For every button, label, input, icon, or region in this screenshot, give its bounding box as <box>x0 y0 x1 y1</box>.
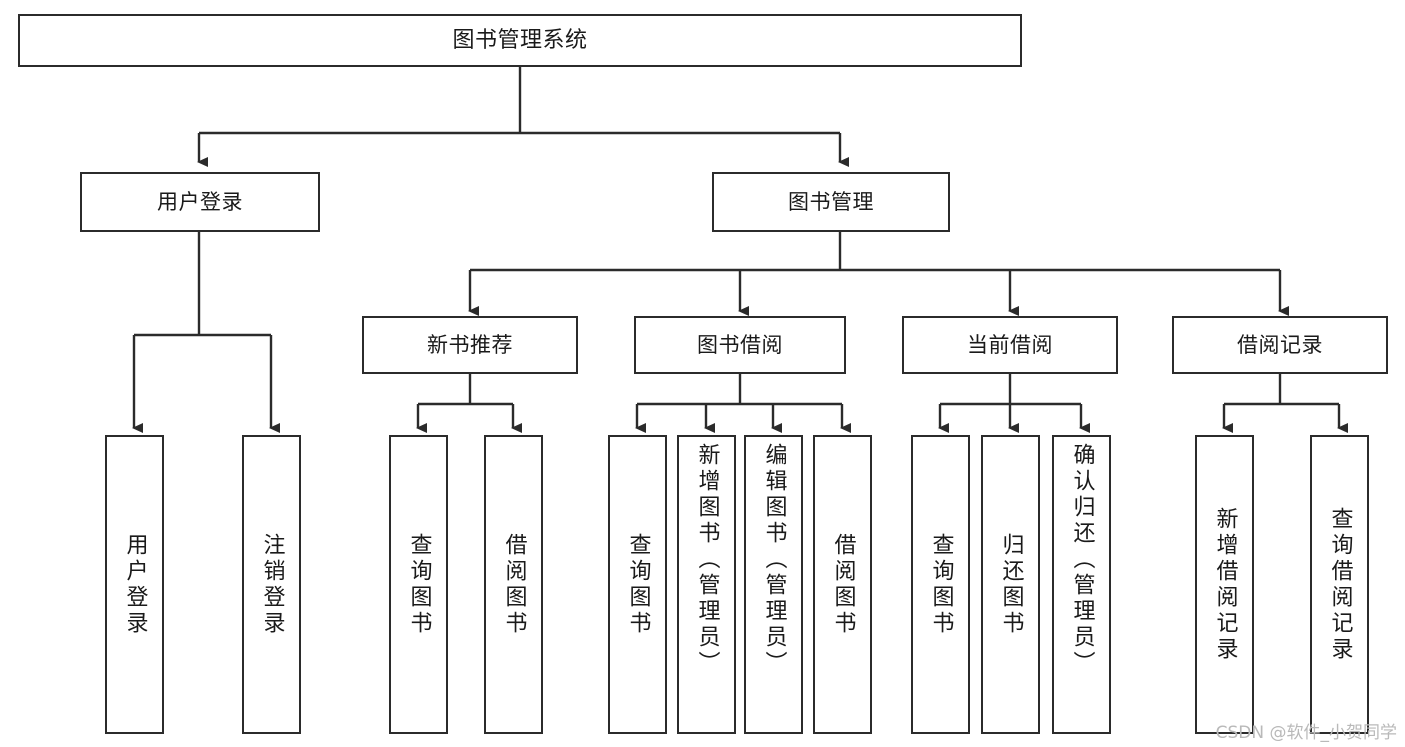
node-book-manage-label: 图书管理 <box>788 189 874 214</box>
node-current-borrow[interactable]: 当前借阅 <box>902 316 1118 374</box>
node-borrow-record[interactable]: 借阅记录 <box>1172 316 1388 374</box>
node-new-book-rec-label: 新书推荐 <box>427 332 513 357</box>
node-new-book-rec[interactable]: 新书推荐 <box>362 316 578 374</box>
node-root[interactable]: 图书管理系统 <box>18 14 1022 67</box>
node-user-login[interactable]: 用户登录 <box>80 172 320 232</box>
node-leaf-add-record-label: 新增借阅记录 <box>1212 506 1238 663</box>
node-leaf-borrow-book-rec[interactable]: 借阅图书 <box>484 435 543 734</box>
node-leaf-user-login-label: 用户登录 <box>122 532 148 637</box>
node-root-label: 图书管理系统 <box>452 27 588 53</box>
node-user-login-label: 用户登录 <box>157 189 243 214</box>
node-leaf-query-book-current-label: 查询图书 <box>928 532 954 637</box>
node-leaf-query-book-rec[interactable]: 查询图书 <box>389 435 448 734</box>
node-leaf-user-login[interactable]: 用户登录 <box>105 435 164 734</box>
node-leaf-logout-label: 注销登录 <box>259 532 285 637</box>
node-leaf-return-book-label: 归还图书 <box>998 532 1024 637</box>
node-leaf-add-book[interactable]: 新增图书（管理员） <box>677 435 736 734</box>
watermark-text: CSDN @软件_小贺同学 <box>1215 723 1397 743</box>
node-leaf-borrow-book-label: 借阅图书 <box>830 532 856 637</box>
node-leaf-query-record-label: 查询借阅记录 <box>1327 506 1353 663</box>
node-leaf-query-book-current[interactable]: 查询图书 <box>911 435 970 734</box>
node-leaf-query-book-borrow[interactable]: 查询图书 <box>608 435 667 734</box>
node-leaf-query-book-borrow-label: 查询图书 <box>625 532 651 637</box>
node-borrow-record-label: 借阅记录 <box>1237 332 1323 357</box>
node-leaf-add-record[interactable]: 新增借阅记录 <box>1195 435 1254 734</box>
node-leaf-confirm-return[interactable]: 确认归还（管理员） <box>1052 435 1111 734</box>
node-leaf-logout[interactable]: 注销登录 <box>242 435 301 734</box>
node-current-borrow-label: 当前借阅 <box>967 332 1053 357</box>
node-leaf-add-book-label: 新增图书（管理员） <box>694 443 720 677</box>
node-leaf-query-record[interactable]: 查询借阅记录 <box>1310 435 1369 734</box>
node-book-borrow-label: 图书借阅 <box>697 332 783 357</box>
node-leaf-borrow-book-rec-label: 借阅图书 <box>501 532 527 637</box>
node-leaf-query-book-rec-label: 查询图书 <box>406 532 432 637</box>
node-leaf-edit-book[interactable]: 编辑图书（管理员） <box>744 435 803 734</box>
node-leaf-borrow-book[interactable]: 借阅图书 <box>813 435 872 734</box>
node-leaf-edit-book-label: 编辑图书（管理员） <box>761 443 787 677</box>
node-leaf-confirm-return-label: 确认归还（管理员） <box>1069 443 1095 677</box>
node-book-borrow[interactable]: 图书借阅 <box>634 316 846 374</box>
node-book-manage[interactable]: 图书管理 <box>712 172 950 232</box>
node-leaf-return-book[interactable]: 归还图书 <box>981 435 1040 734</box>
